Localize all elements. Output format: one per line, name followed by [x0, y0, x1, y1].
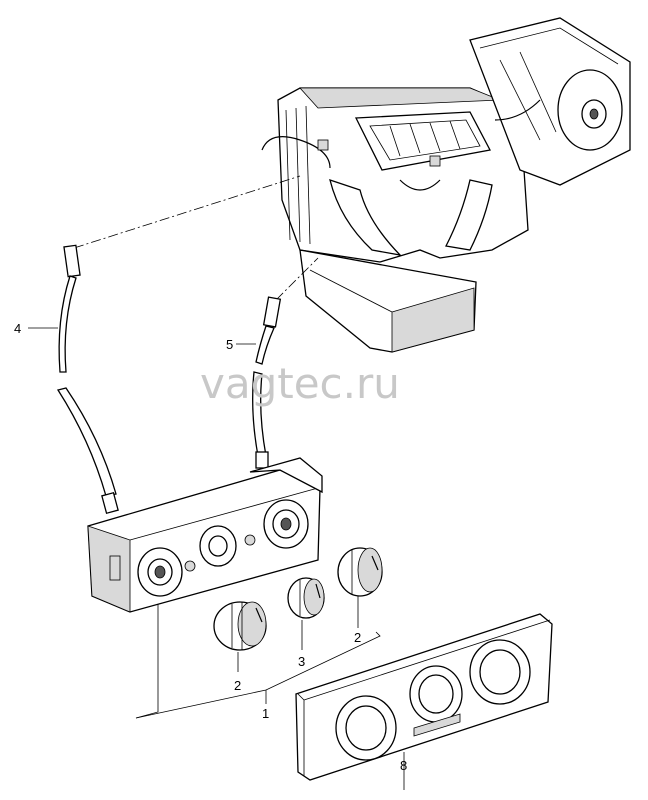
callout-2-left: 2	[234, 678, 241, 693]
trim-panel	[295, 613, 553, 781]
rotary-knob-2-left	[213, 601, 267, 651]
rotary-knob-3	[287, 577, 325, 619]
callout-1: 1	[262, 706, 269, 721]
leader-lines	[28, 327, 405, 790]
callout-5: 5	[226, 337, 233, 352]
callout-8: 8	[400, 758, 407, 773]
callout-2-right: 2	[354, 630, 361, 645]
rotary-knob-2-right	[337, 547, 383, 597]
heater-unit	[261, 17, 631, 353]
control-cable-4	[56, 244, 119, 515]
control-cable-5	[252, 296, 282, 469]
callout-3: 3	[298, 654, 305, 669]
watermark-text: vagtec.ru	[200, 359, 400, 408]
callout-4: 4	[14, 321, 21, 336]
control-head-unit	[87, 457, 323, 613]
connection-lines	[73, 175, 319, 301]
